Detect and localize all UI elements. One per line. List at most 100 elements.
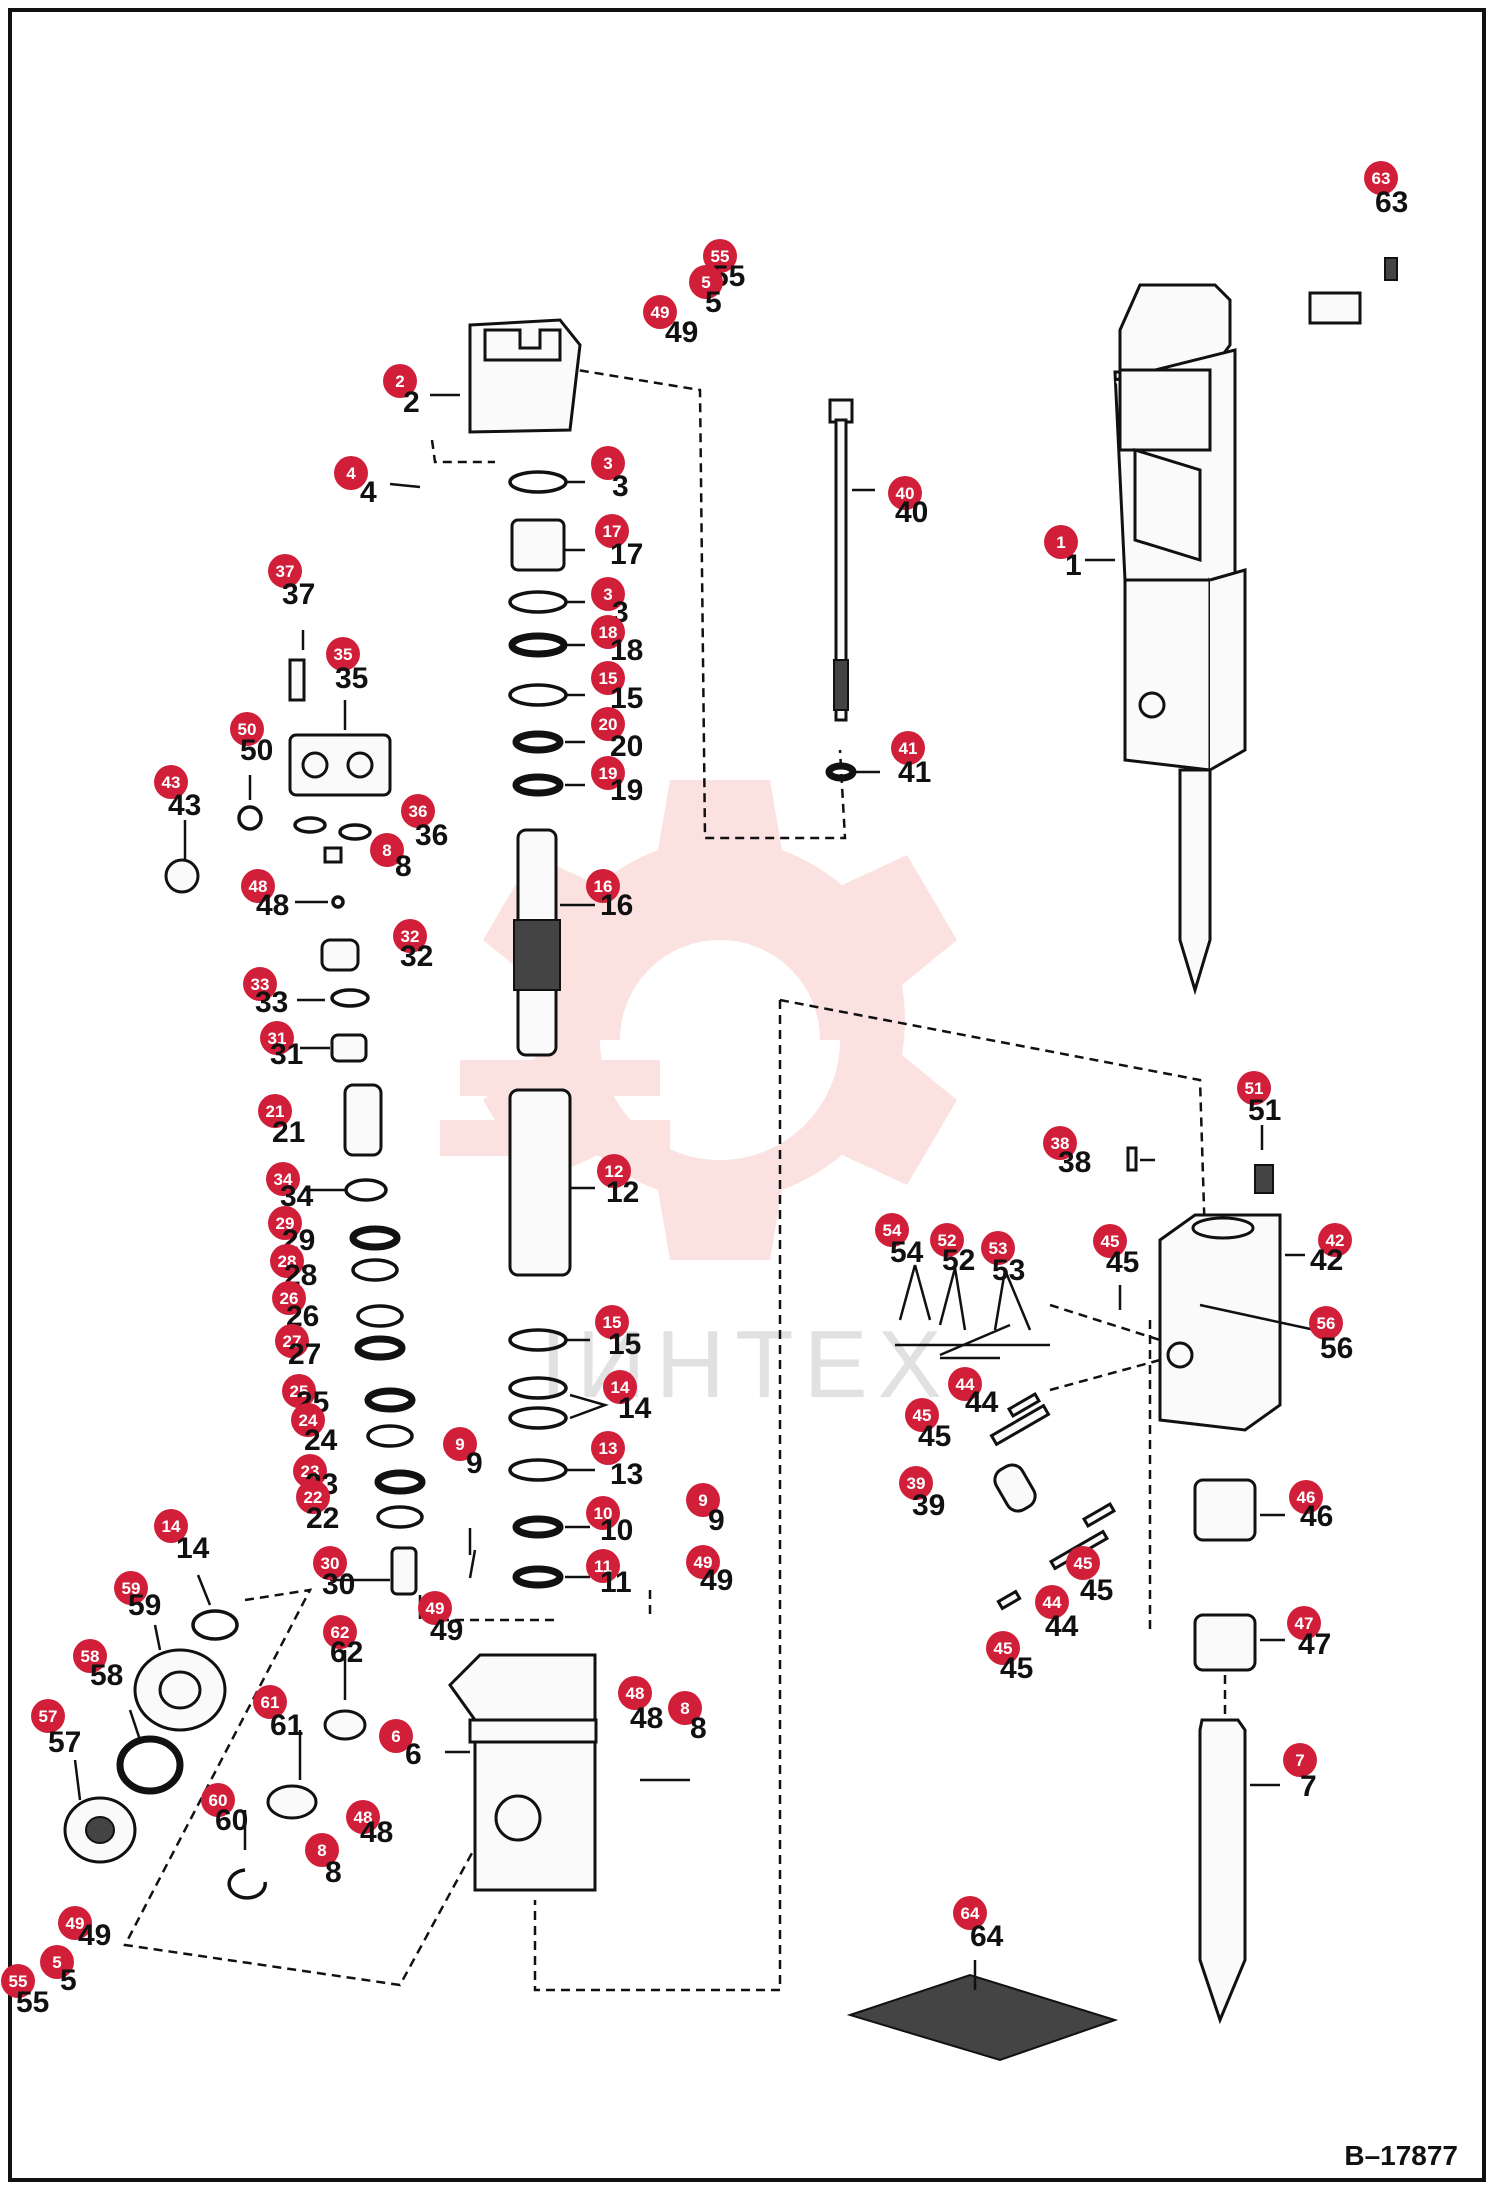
svg-text:37: 37 [276, 562, 295, 581]
svg-text:45: 45 [994, 1639, 1013, 1658]
svg-text:30: 30 [321, 1554, 340, 1573]
svg-text:48: 48 [256, 889, 289, 922]
svg-text:21: 21 [266, 1102, 285, 1121]
svg-text:38: 38 [1058, 1146, 1091, 1179]
svg-text:5: 5 [701, 273, 710, 292]
svg-text:46: 46 [1297, 1488, 1316, 1507]
svg-text:59: 59 [128, 1589, 161, 1622]
svg-text:6: 6 [405, 1738, 422, 1771]
svg-text:62: 62 [330, 1636, 363, 1669]
svg-text:49: 49 [66, 1914, 85, 1933]
svg-text:33: 33 [251, 975, 270, 994]
lower-housing-part [448, 1653, 598, 1892]
svg-text:45: 45 [1101, 1232, 1120, 1251]
svg-text:63: 63 [1372, 169, 1391, 188]
svg-text:44: 44 [1043, 1593, 1062, 1612]
svg-text:32: 32 [400, 940, 433, 973]
svg-text:37: 37 [282, 578, 315, 611]
svg-text:1: 1 [1065, 549, 1082, 582]
svg-text:8: 8 [395, 850, 412, 883]
svg-text:49: 49 [700, 1564, 733, 1597]
svg-text:1: 1 [1056, 533, 1065, 552]
svg-text:63: 63 [1375, 186, 1408, 219]
svg-text:49: 49 [665, 316, 698, 349]
svg-text:28: 28 [278, 1252, 297, 1271]
svg-text:62: 62 [331, 1623, 350, 1642]
svg-text:51: 51 [1248, 1094, 1281, 1127]
svg-text:13: 13 [599, 1439, 618, 1458]
svg-text:60: 60 [215, 1804, 248, 1837]
svg-text:36: 36 [415, 819, 448, 852]
svg-text:11: 11 [600, 1566, 632, 1599]
svg-text:21: 21 [272, 1116, 305, 1149]
svg-text:44: 44 [965, 1386, 999, 1419]
svg-text:48: 48 [354, 1808, 373, 1827]
callout-3: 33 [591, 446, 629, 503]
svg-text:18: 18 [599, 623, 618, 642]
cylinder-head-part [468, 318, 582, 434]
svg-text:16: 16 [594, 877, 613, 896]
svg-text:4: 4 [360, 476, 377, 509]
svg-text:3: 3 [603, 585, 612, 604]
svg-text:31: 31 [270, 1038, 303, 1071]
svg-text:4: 4 [346, 464, 356, 483]
bracket-part [1308, 257, 1398, 325]
svg-text:24: 24 [304, 1424, 338, 1457]
svg-text:61: 61 [261, 1693, 280, 1712]
valve-stack-left [164, 658, 426, 1596]
svg-text:44: 44 [1045, 1610, 1079, 1643]
svg-text:8: 8 [325, 1856, 342, 1889]
svg-text:36: 36 [409, 802, 428, 821]
svg-text:50: 50 [240, 734, 273, 767]
svg-text:45: 45 [1080, 1574, 1113, 1607]
callout-4: 44 [334, 456, 377, 509]
svg-text:9: 9 [455, 1435, 464, 1454]
callout-5: 55 [689, 265, 723, 319]
svg-text:2: 2 [395, 372, 404, 391]
svg-text:50: 50 [238, 720, 257, 739]
svg-text:9: 9 [698, 1491, 707, 1510]
svg-text:10: 10 [600, 1514, 633, 1547]
svg-text:64: 64 [970, 1920, 1004, 1953]
svg-text:3: 3 [603, 454, 612, 473]
svg-text:31: 31 [268, 1029, 287, 1048]
svg-text:20: 20 [610, 730, 643, 763]
svg-text:22: 22 [304, 1488, 323, 1507]
svg-text:45: 45 [1000, 1652, 1033, 1685]
svg-text:49: 49 [651, 303, 670, 322]
svg-text:19: 19 [610, 774, 643, 807]
svg-text:45: 45 [1106, 1246, 1139, 1279]
